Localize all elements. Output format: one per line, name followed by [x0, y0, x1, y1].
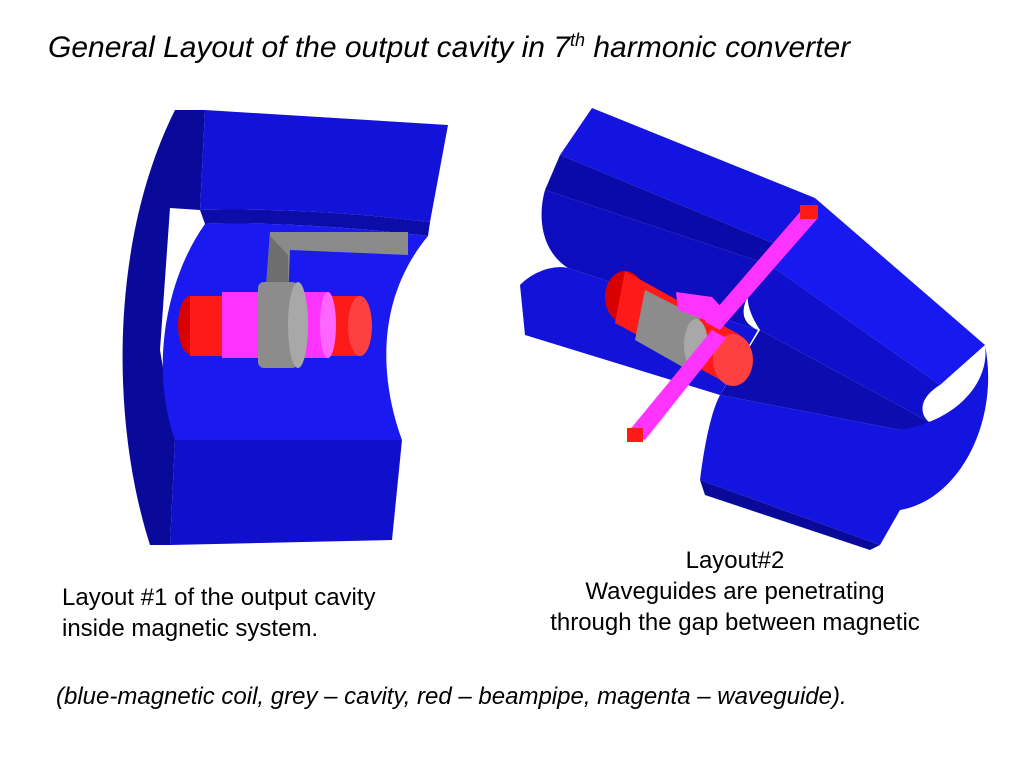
layout2-illustration: [520, 108, 989, 550]
color-legend: (blue-magnetic coil, grey – cavity, red …: [56, 683, 847, 710]
layout2-lower-coil: [700, 198, 989, 550]
layout1-illustration: [122, 110, 448, 545]
layout1-cavity: [258, 282, 308, 368]
layout2-waveguide: [627, 205, 818, 442]
layout1-magnetic-coil: [122, 110, 448, 545]
layout1-caption: Layout #1 of the output cavity inside ma…: [62, 584, 376, 642]
layout2-caption: Layout#2 Waveguides are penetrating thro…: [550, 547, 920, 636]
slide-title: General Layout of the output cavity in 7…: [48, 30, 851, 64]
